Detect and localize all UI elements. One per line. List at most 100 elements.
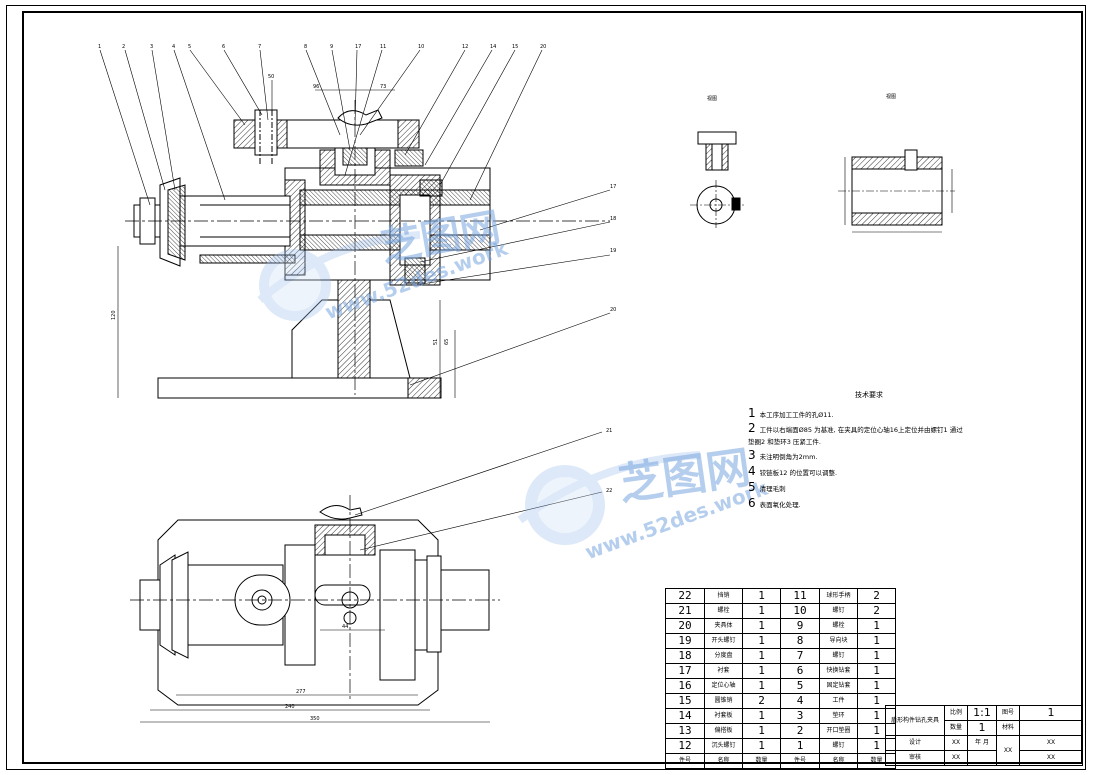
- bom-part-name: 球形手柄: [819, 588, 858, 604]
- bom-part-name: 螺栓: [704, 603, 743, 619]
- bom-part-name: 挡销: [704, 588, 743, 604]
- bom-header-cell: 件号: [780, 753, 820, 769]
- svg-text:277: 277: [296, 689, 306, 695]
- svg-text:7: 7: [258, 44, 261, 50]
- bom-part-name: 螺钉: [819, 738, 858, 754]
- bom-part-qty: 1: [857, 663, 896, 679]
- svg-text:6: 6: [222, 44, 225, 50]
- bom-part-name: 工件: [819, 693, 858, 709]
- svg-text:240: 240: [285, 704, 295, 710]
- bom-part-name: 螺钉: [819, 648, 858, 664]
- bom-part-number: 9: [780, 618, 820, 634]
- svg-text:4: 4: [172, 44, 175, 50]
- checker-label: 审核: [885, 750, 945, 766]
- bom-part-number: 15: [665, 693, 705, 709]
- bom-part-number: 7: [780, 648, 820, 664]
- outer-border: [6, 5, 1086, 770]
- watermark-logo-1: [257, 231, 421, 321]
- bom-part-number: 13: [665, 723, 705, 739]
- bom-part-number: 4: [780, 693, 820, 709]
- bom-part-name: 定位心轴: [704, 678, 743, 694]
- drawing-code: XX: [1019, 750, 1083, 766]
- bom-part-name: 开口垫圈: [819, 723, 858, 739]
- bom-header-row: 件号名称数量件号名称数量: [665, 753, 896, 769]
- inner-border: [22, 11, 1083, 764]
- svg-text:73: 73: [380, 84, 386, 90]
- bom-part-name: 衬套: [704, 663, 743, 679]
- bom-part-number: 5: [780, 678, 820, 694]
- bom-part-number: 20: [665, 618, 705, 634]
- bom-part-qty: 1: [742, 633, 781, 649]
- bom-part-number: 19: [665, 633, 705, 649]
- bom-part-qty: 1: [742, 678, 781, 694]
- bom-part-number: 14: [665, 708, 705, 724]
- bom-part-qty: 1: [857, 648, 896, 664]
- detail-a-title: 视图: [707, 95, 717, 102]
- plan-view: [130, 431, 603, 723]
- bom-part-number: 1: [780, 738, 820, 754]
- leader-lines: [99, 49, 611, 386]
- bom-part-name: 导向块: [819, 633, 858, 649]
- bom-part-name: 偏搭板: [704, 723, 743, 739]
- svg-text:5: 5: [188, 44, 191, 50]
- drawing-title: 盾形构件钻孔夹具: [885, 705, 945, 736]
- svg-text:12: 12: [462, 44, 468, 50]
- svg-text:22: 22: [606, 488, 612, 494]
- bom-part-qty: 2: [742, 693, 781, 709]
- bom-part-qty: 1: [857, 633, 896, 649]
- title-block: 盾形构件钻孔夹具 比例 1:1 图号 1 数量 1 材料 设计 XX 年 月 X…: [885, 705, 1083, 766]
- bom-part-number: 21: [665, 603, 705, 619]
- bom-part-number: 11: [780, 588, 820, 604]
- svg-text:17: 17: [355, 44, 361, 50]
- svg-text:120: 120: [111, 310, 117, 320]
- detail-b: [838, 149, 955, 233]
- qty-value: 1: [967, 720, 997, 736]
- tech-notes-title: 技术要求: [855, 391, 883, 399]
- bom-part-number: 10: [780, 603, 820, 619]
- sheet-label: 图号: [996, 705, 1020, 721]
- svg-text:10: 10: [418, 44, 424, 50]
- bom-part-name: 螺栓: [819, 618, 858, 634]
- bom-part-number: 2: [780, 723, 820, 739]
- svg-text:21: 21: [606, 428, 612, 434]
- company-name-2: XX: [1019, 735, 1083, 751]
- bom-part-name: 垫环: [819, 708, 858, 724]
- svg-text:50: 50: [268, 74, 274, 80]
- ratio-label: 比例: [944, 705, 968, 721]
- svg-text:20: 20: [540, 44, 546, 50]
- bom-part-name: 螺钉: [819, 603, 858, 619]
- sheet-value: 1: [1019, 705, 1083, 721]
- svg-text:1: 1: [98, 44, 101, 50]
- bom-part-name: 沉头螺钉: [704, 738, 743, 754]
- bom-header-cell: 数量: [742, 753, 781, 769]
- bom-part-number: 17: [665, 663, 705, 679]
- bom-part-number: 16: [665, 678, 705, 694]
- svg-text:14: 14: [490, 44, 496, 50]
- bom-part-qty: 1: [742, 663, 781, 679]
- svg-text:44: 44: [342, 624, 348, 630]
- svg-text:11: 11: [380, 44, 386, 50]
- bom-part-number: 18: [665, 648, 705, 664]
- bom-part-qty: 1: [742, 603, 781, 619]
- bom-part-qty: 1: [742, 723, 781, 739]
- qty-label: 数量: [944, 720, 968, 736]
- bom-part-name: 圆锥销: [704, 693, 743, 709]
- bom-part-name: 开头螺钉: [704, 633, 743, 649]
